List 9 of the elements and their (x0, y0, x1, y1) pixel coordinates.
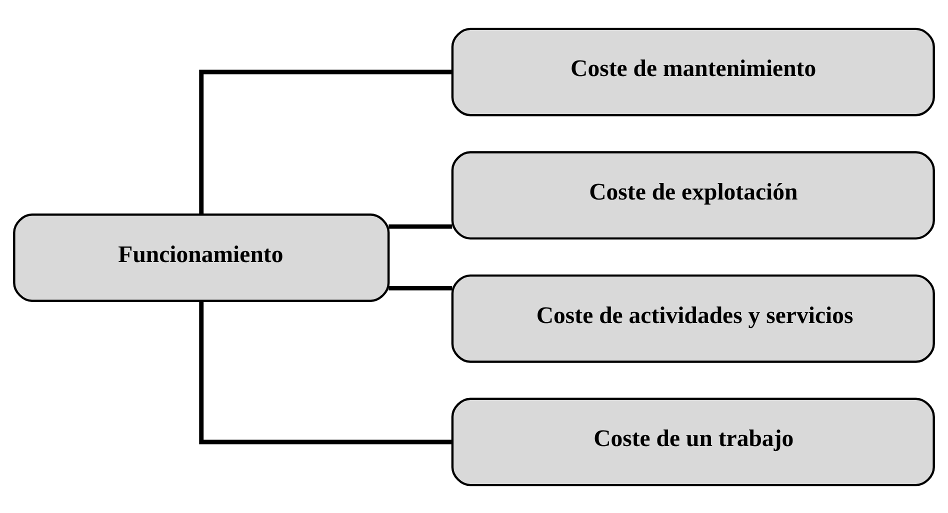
connector (388, 285, 452, 290)
connector (199, 300, 452, 444)
connector (199, 69, 452, 214)
node-box: Coste de actividades y servicios (451, 274, 935, 362)
connector (388, 224, 452, 228)
node-box: Coste de un trabajo (451, 397, 935, 486)
node-box: Coste de explotación (451, 150, 935, 240)
node-box: Funcionamiento (13, 213, 390, 302)
node-box: Coste de mantenimiento (451, 27, 935, 116)
